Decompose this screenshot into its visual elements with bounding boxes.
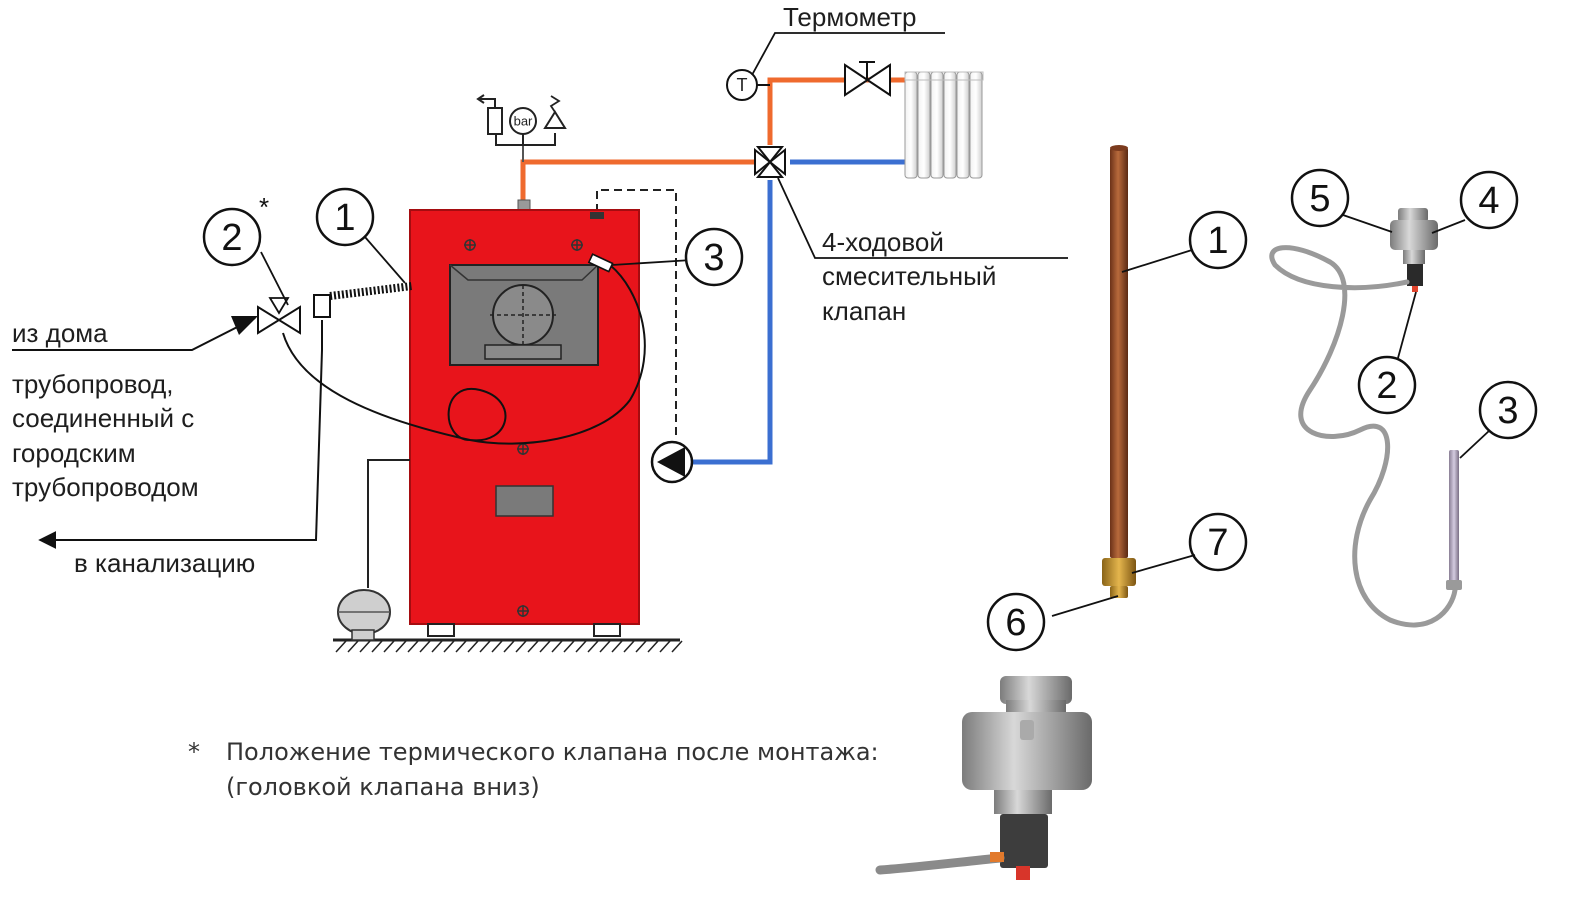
radiator-fin [969,71,983,179]
mixing-valve-line-3: клапан [822,295,907,326]
thermometer-icon: T [726,69,770,101]
cold-return-pipe [692,180,773,465]
capillary-coil [1269,245,1458,628]
callout-5-part-number: 5 [1309,178,1330,220]
mixing-valve-icon [754,146,786,178]
radiator-fin [904,71,918,179]
mounted-valve-illustration [875,676,1092,880]
thermometer-leader [751,32,945,76]
callout-2-left: 2 [202,207,262,267]
callout-1-part-number: 1 [1207,220,1228,262]
expansion-tank [337,459,410,641]
city-pipeline-line-2: соединенный с [12,403,195,434]
mixing-valve-label: 4-ходовой смесительный клапан [822,225,996,328]
footnote-line-2: (головкой клапана вниз) [226,772,540,801]
hot-supply-pipe [520,159,755,200]
floor-hatch [333,638,683,653]
callout-6-part: 6 [986,592,1046,652]
dashed-control-line [596,189,677,440]
radiator-fin [956,71,970,179]
callout-3-part-number: 3 [1497,390,1518,432]
thermometer-label: Термометр [783,2,917,32]
radiator-fin [917,71,931,179]
callout-3-part: 3 [1478,380,1538,440]
callout-7-part-number: 7 [1207,522,1228,564]
callout-4-part: 4 [1459,170,1519,230]
callout-3-left: 3 [684,227,744,287]
safety-valve-icon [543,110,567,129]
callout-1-part: 1 [1188,210,1248,270]
copper-tube [1110,148,1128,558]
callout-2-part-number: 2 [1376,365,1397,407]
circulation-pump-icon [650,440,694,484]
thermometer-symbol: T [737,75,748,95]
callout-5-part: 5 [1290,168,1350,228]
safety-group: bar [476,94,567,146]
callout-7-part: 7 [1188,512,1248,572]
callout-2-part: 2 [1357,355,1417,415]
threaded-sensor-rod [329,282,413,300]
valve-body-small [1390,220,1438,250]
callout-4-part-number: 4 [1478,180,1499,222]
parts-illustration [1051,145,1491,628]
mixing-valve-leader [777,177,1068,259]
shutoff-valve-icon [844,61,891,97]
boiler-lower-door [495,485,554,517]
boiler [409,199,640,637]
thermal-valve-asterisk: * [259,192,269,222]
thermal-valve-assembly [12,236,693,549]
city-pipeline-line-4: трубопроводом [12,471,199,502]
city-pipeline-line-1: трубопровод, [12,369,174,399]
radiator [904,71,984,179]
to-sewer-label: в канализацию [74,548,256,578]
callout-6-part-number: 6 [1005,602,1026,644]
footnote: Положение термического клапана после мон… [226,735,879,805]
callout-3-left-number: 3 [703,237,724,279]
callout-2-left-number: 2 [221,217,242,259]
callout-1-left: 1 [315,187,375,247]
radiator-fin [930,71,944,179]
brass-fitting [1102,558,1136,586]
thermal-valve-icon [257,305,301,335]
callouts: 1 2 3 1 7 6 5 4 2 3 * [202,168,1538,652]
probe-tube [1449,450,1459,590]
air-vent-icon [487,107,503,135]
capillary-loop [282,264,646,445]
city-pipeline-label: трубопровод, соединенный с городским тру… [12,367,199,504]
radiator-fin [943,71,957,179]
footnote-marker: * [188,738,200,766]
from-house-label: из дома [12,318,108,348]
callout-1-left-number: 1 [334,197,355,239]
pressure-gauge-icon [509,107,537,135]
mixing-valve-line-2: смесительный [822,261,997,292]
mixing-valve-line-1: 4-ходовой [822,227,944,257]
city-pipeline-line-3: городским [12,437,136,468]
gauge-label: bar [514,114,533,129]
footnote-line-1: Положение термического клапана после мон… [226,738,879,766]
